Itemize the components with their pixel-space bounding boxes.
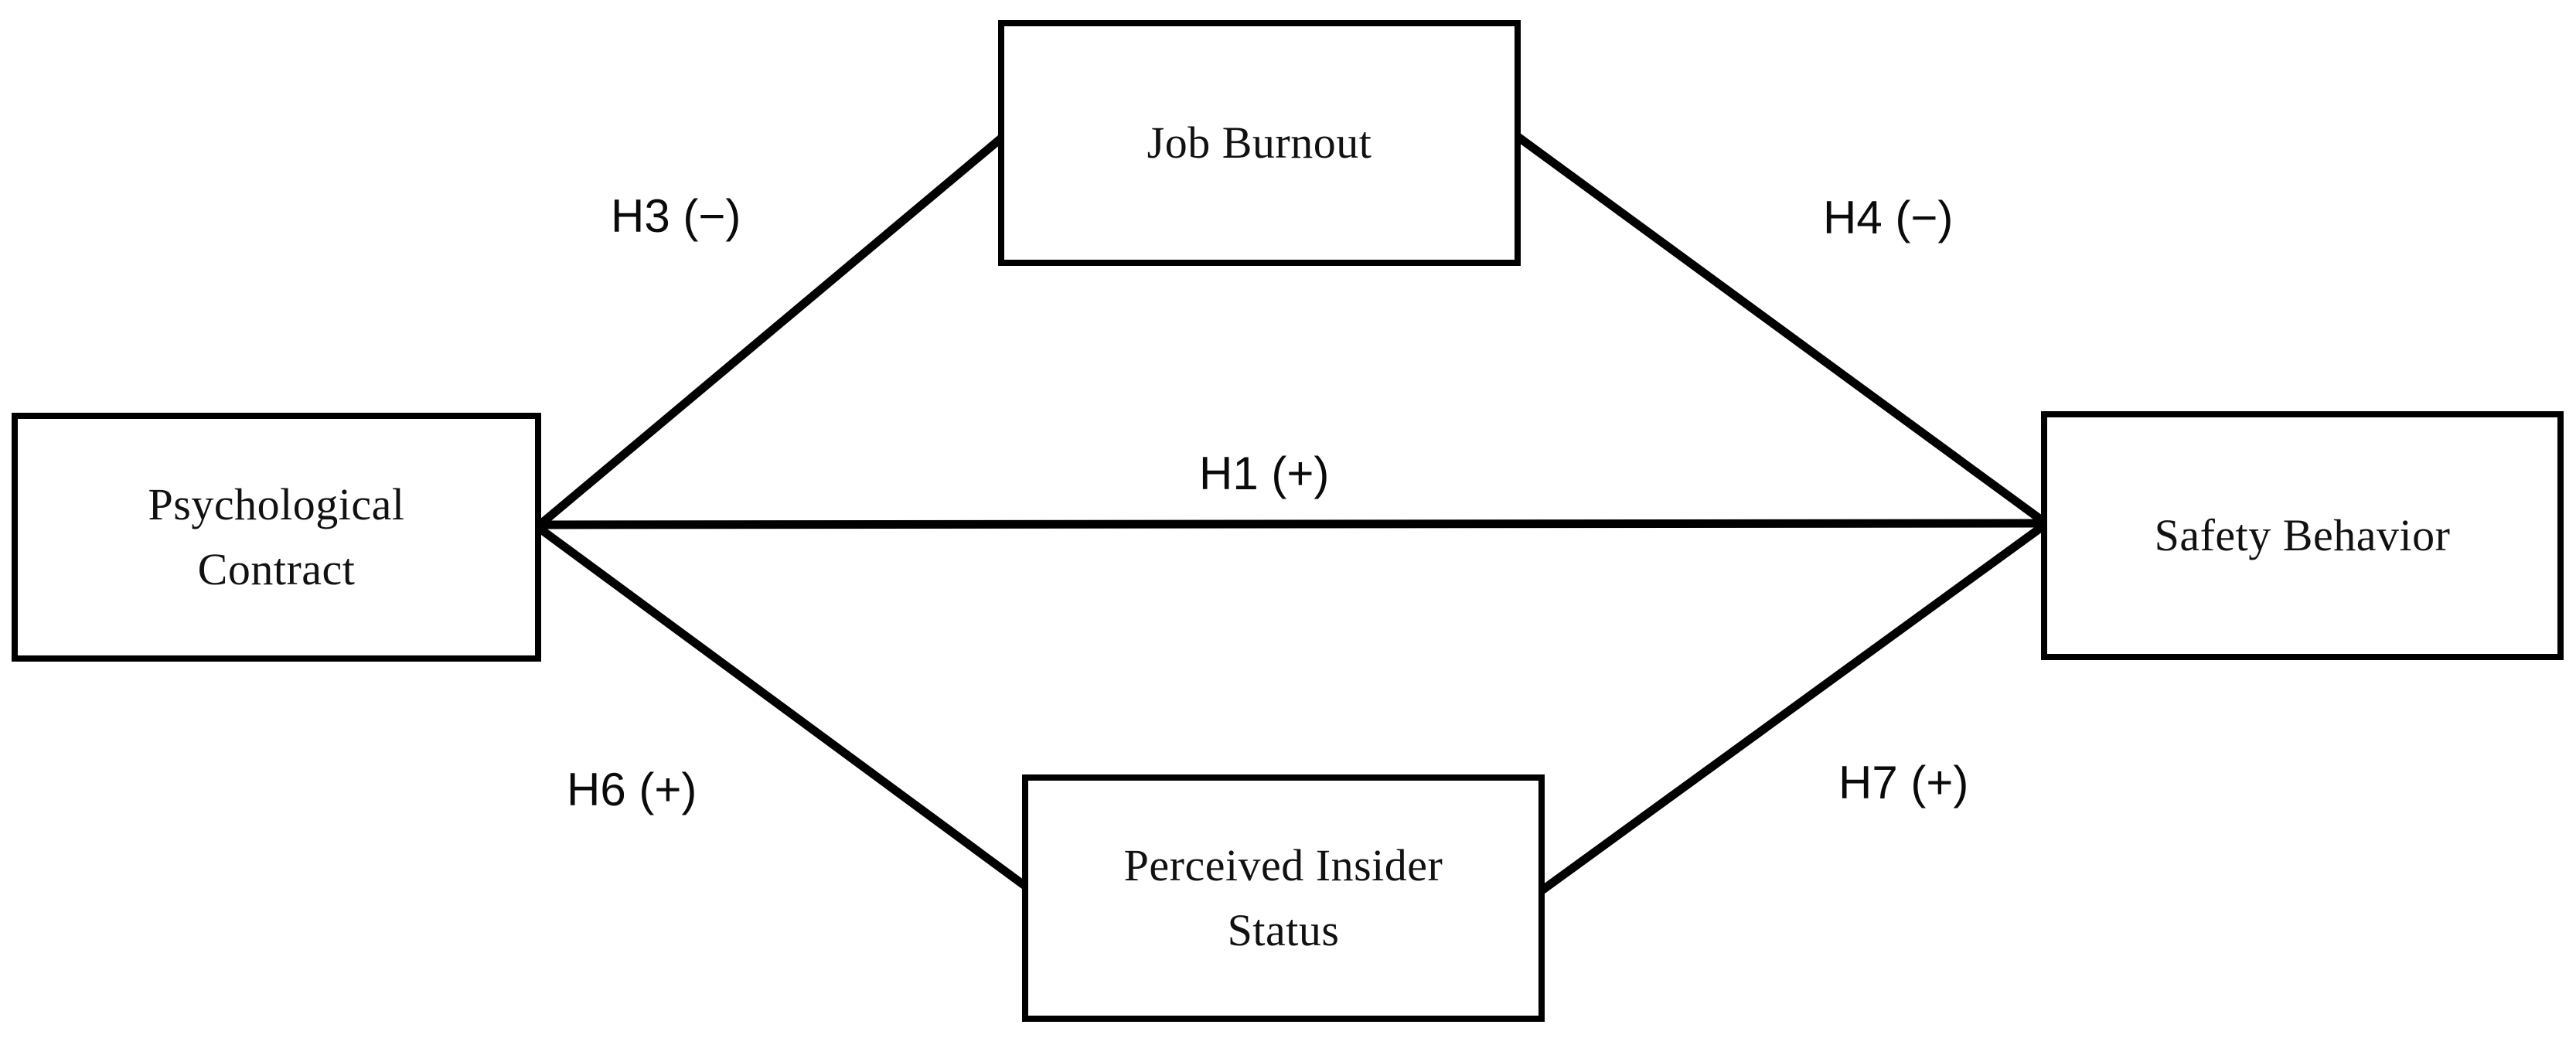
construct-box-psychological-contract: Psychological Contract — [12, 413, 541, 662]
path-label-h7: H7 (+) — [1838, 757, 1969, 808]
construct-box-safety-behavior: Safety Behavior — [2041, 411, 2564, 660]
path-line-h1 — [538, 519, 2046, 529]
path-line-h4 — [1514, 132, 2048, 526]
path-label-h4: H4 (−) — [1823, 192, 1954, 243]
construct-label-safety-behavior: Safety Behavior — [2154, 509, 2451, 560]
construct-box-job-burnout: Job Burnout — [998, 20, 1521, 266]
path-label-h3: H3 (−) — [611, 190, 741, 242]
path-line-h6 — [536, 524, 1029, 890]
path-line-h3 — [536, 134, 1005, 529]
construct-label-psychological-contract: Psychological Contract — [148, 478, 405, 594]
path-line-h7 — [1538, 521, 2048, 895]
construct-label-job-burnout: Job Burnout — [1147, 117, 1372, 168]
construct-box-perceived-insider-status: Perceived Insider Status — [1022, 774, 1545, 1022]
path-label-h1: H1 (+) — [1199, 448, 1330, 499]
path-label-h6: H6 (+) — [567, 764, 697, 815]
construct-label-perceived-insider-status: Perceived Insider Status — [1123, 839, 1443, 955]
